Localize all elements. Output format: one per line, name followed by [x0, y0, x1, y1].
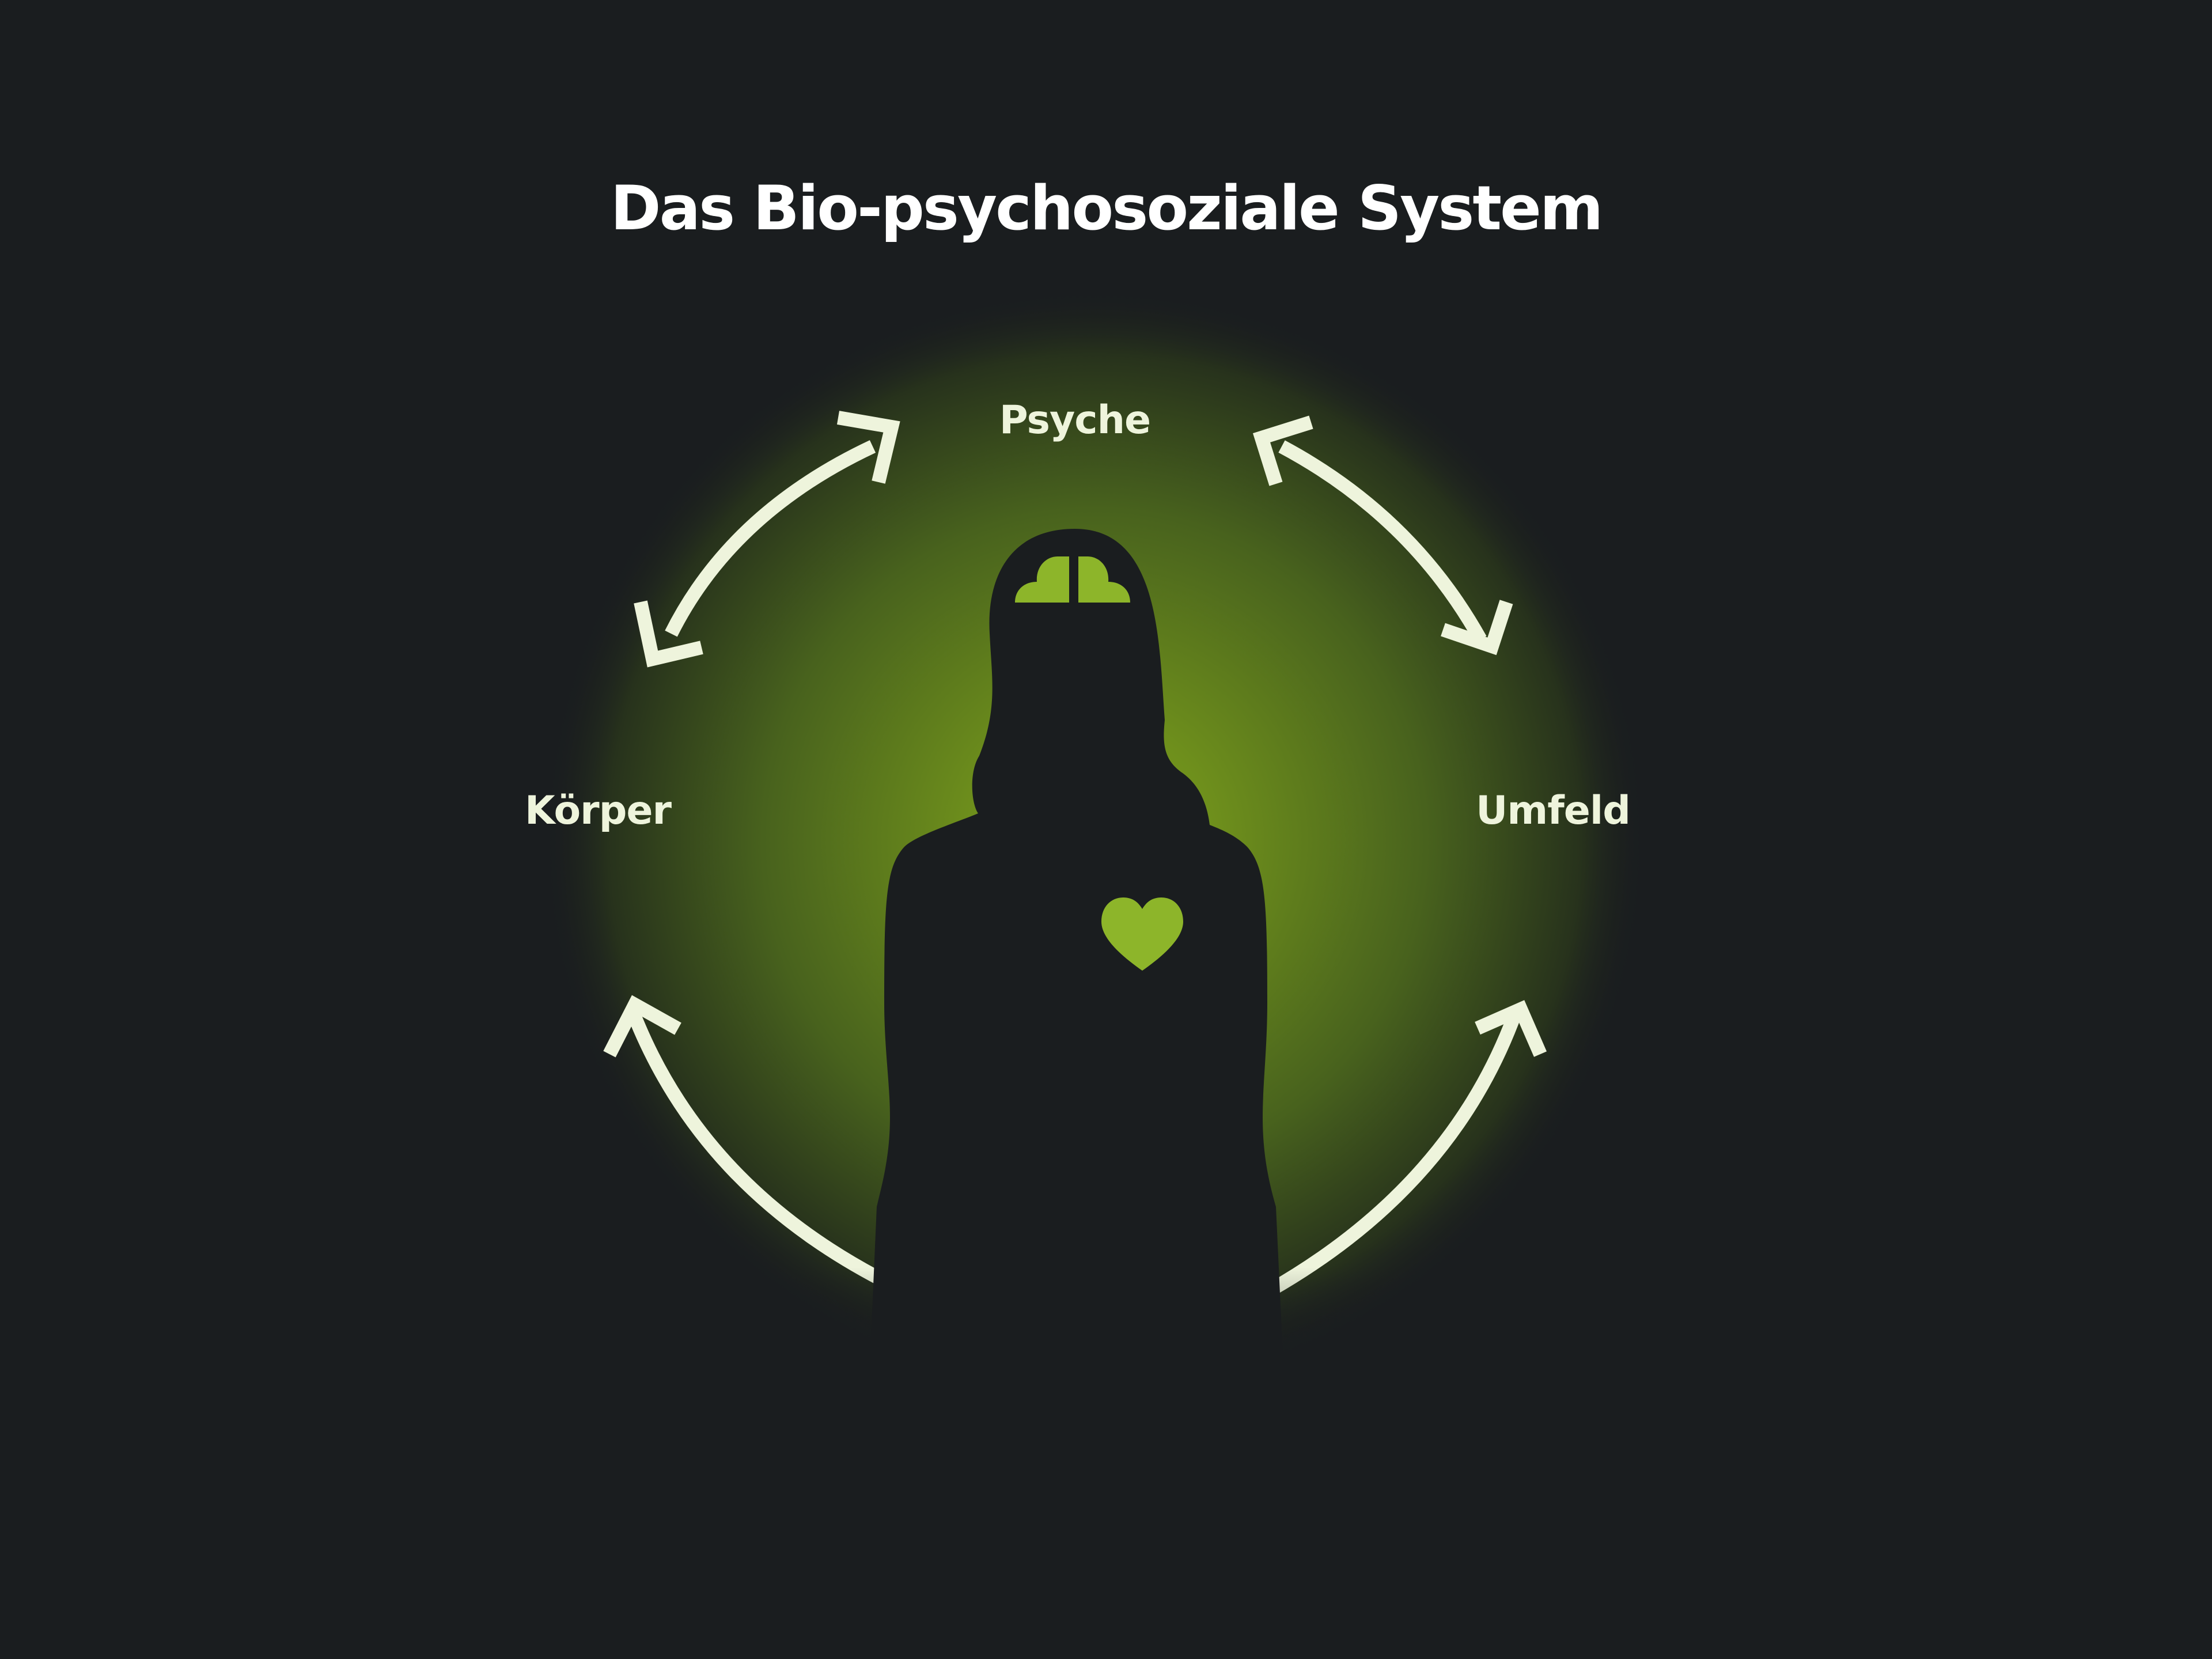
node-label-psyche: Psyche: [999, 397, 1151, 443]
heart-icon: [1101, 897, 1183, 971]
node-label-koerper: Körper: [524, 788, 672, 834]
arrow-umfeld-base: [1267, 1000, 1547, 1297]
arrow-psyche-umfeld: [1252, 415, 1513, 656]
brain-icon: [1015, 556, 1130, 603]
node-label-umfeld: Umfeld: [1476, 788, 1631, 834]
diagram-title: Das Bio-psychosoziale System: [610, 173, 1604, 244]
bottom-fade: [749, 1267, 1463, 1440]
woman-silhouette: [868, 529, 1286, 1417]
arrow-psyche-koerper: [634, 411, 900, 668]
